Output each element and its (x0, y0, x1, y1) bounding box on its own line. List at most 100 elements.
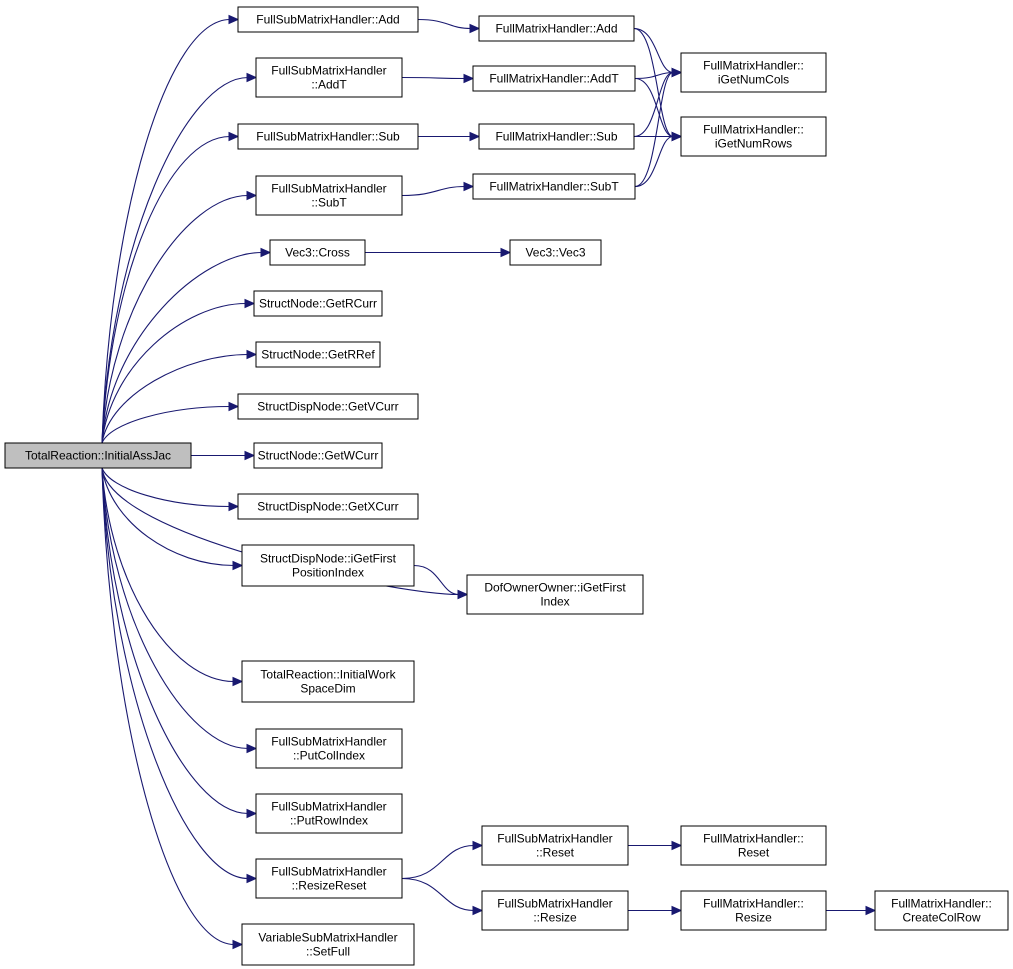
edge-fm_subt-to-fm_igetnumcols (634, 67, 683, 188)
node-fm_add[interactable]: FullMatrixHandler::Add (478, 15, 635, 42)
arrowhead (472, 840, 484, 851)
node-box (255, 728, 403, 769)
arrowhead (228, 401, 240, 412)
edge-root-to-fsm_putcol (101, 467, 258, 754)
node-label: ::PutRowIndex (290, 814, 368, 828)
node-label: ::ResizeReset (292, 879, 367, 893)
node-box (874, 890, 1009, 931)
arrowhead (232, 939, 244, 950)
node-fm_sub[interactable]: FullMatrixHandler::Sub (478, 123, 635, 150)
node-box (241, 923, 415, 966)
edge-root-to-sdn_getvcurr (101, 401, 240, 444)
arrowhead (246, 72, 258, 83)
node-label: StructDispNode::GetXCurr (257, 500, 398, 514)
node-label: FullSubMatrixHandler (271, 182, 386, 196)
arrowhead (671, 131, 683, 142)
node-box (253, 290, 383, 317)
node-label: Index (540, 595, 569, 609)
node-sn_getrcurr[interactable]: StructNode::GetRCurr (253, 290, 383, 317)
node-box (680, 116, 827, 157)
node-fm_subt[interactable]: FullMatrixHandler::SubT (472, 173, 636, 200)
node-label: ::SubT (311, 196, 347, 210)
node-label: FullMatrixHandler:: (891, 897, 992, 911)
node-fsm_resizereset[interactable]: FullSubMatrixHandler::ResizeReset (255, 858, 403, 899)
node-sdn_getvcurr[interactable]: StructDispNode::GetVCurr (237, 393, 419, 420)
node-label: ::Reset (536, 846, 575, 860)
node-label: TotalReaction::InitialWork (260, 668, 396, 682)
node-sn_getwcurr[interactable]: StructNode::GetWCurr (253, 442, 383, 469)
node-fm_igetnumrows[interactable]: FullMatrixHandler::iGetNumRows (680, 116, 827, 157)
node-label: FullSubMatrixHandler (271, 735, 386, 749)
node-fsm_resize[interactable]: FullSubMatrixHandler::Resize (481, 890, 629, 931)
arrowhead (244, 298, 256, 309)
node-label: Resize (735, 911, 772, 925)
arrowhead (865, 905, 877, 916)
node-box (269, 239, 366, 266)
node-box (478, 15, 635, 42)
node-label: Reset (738, 846, 770, 860)
arrowhead (500, 247, 512, 258)
edge-fsm_add-to-fm_add (417, 18, 481, 34)
node-label: TotalReaction::InitialAssJac (25, 449, 171, 463)
edge-sdn_igetfirst-to-doo_igetfirst (413, 564, 469, 600)
node-label: StructNode::GetWCurr (258, 449, 379, 463)
edge-fsm_subt-to-fm_subt (401, 181, 475, 197)
node-label: FullSubMatrixHandler::Add (256, 13, 399, 27)
node-box (466, 574, 644, 615)
node-box (255, 57, 403, 98)
node-label: FullSubMatrixHandler (271, 64, 386, 78)
node-box (509, 239, 602, 266)
arrowhead (463, 181, 475, 192)
node-fm_addt[interactable]: FullMatrixHandler::AddT (472, 65, 636, 92)
node-fsm_reset[interactable]: FullSubMatrixHandler::Reset (481, 825, 629, 866)
node-box (237, 123, 419, 150)
edge-fm_subt-to-fm_igetnumrows (634, 131, 683, 188)
node-label: FullSubMatrixHandler (497, 832, 612, 846)
node-label: PositionIndex (292, 566, 364, 580)
edge-fsm_resizereset-to-fsm_reset (401, 840, 484, 880)
node-vsm_setfull[interactable]: VariableSubMatrixHandler::SetFull (241, 923, 415, 966)
edge-fm_resize-to-fm_createcolrow (826, 905, 877, 916)
node-box (241, 544, 415, 587)
node-fsm_subt[interactable]: FullSubMatrixHandler::SubT (255, 175, 403, 216)
node-fsm_addt[interactable]: FullSubMatrixHandler::AddT (255, 57, 403, 98)
node-label: Vec3::Cross (285, 246, 350, 260)
edge-root-to-fsm_putrow (101, 467, 258, 819)
node-label: ::AddT (311, 78, 347, 92)
node-label: FullSubMatrixHandler::Sub (256, 130, 400, 144)
node-fm_resize[interactable]: FullMatrixHandler::Resize (680, 890, 827, 931)
node-box (237, 393, 419, 420)
arrowhead (246, 808, 258, 819)
node-fsm_putcol[interactable]: FullSubMatrixHandler::PutColIndex (255, 728, 403, 769)
node-label: SpaceDim (300, 682, 355, 696)
node-fsm_add[interactable]: FullSubMatrixHandler::Add (237, 6, 419, 33)
arrowhead (246, 349, 258, 360)
node-fm_reset[interactable]: FullMatrixHandler::Reset (680, 825, 827, 866)
node-label: FullMatrixHandler:: (703, 897, 804, 911)
node-layer: TotalReaction::InitialAssJacFullSubMatri… (4, 6, 1009, 966)
node-sdn_getxcurr[interactable]: StructDispNode::GetXCurr (237, 493, 419, 520)
arrowhead (228, 14, 240, 25)
node-label: FullMatrixHandler::AddT (489, 72, 619, 86)
node-vec3_vec3[interactable]: Vec3::Vec3 (509, 239, 602, 266)
node-box (255, 858, 403, 899)
node-label: FullMatrixHandler:: (703, 832, 804, 846)
node-fm_igetnumcols[interactable]: FullMatrixHandler::iGetNumCols (680, 52, 827, 93)
node-fm_createcolrow[interactable]: FullMatrixHandler::CreateColRow (874, 890, 1009, 931)
node-label: CreateColRow (902, 911, 980, 925)
arrowhead (469, 131, 481, 142)
node-box (472, 173, 636, 200)
node-box (255, 175, 403, 216)
node-root[interactable]: TotalReaction::InitialAssJac (4, 442, 192, 469)
node-box (255, 341, 381, 368)
node-fsm_putrow[interactable]: FullSubMatrixHandler::PutRowIndex (255, 793, 403, 834)
node-sn_getrref[interactable]: StructNode::GetRRef (255, 341, 381, 368)
node-label: FullSubMatrixHandler (271, 800, 386, 814)
edge-root-to-vec3_cross (101, 247, 272, 444)
node-box (241, 660, 415, 703)
node-fsm_sub[interactable]: FullSubMatrixHandler::Sub (237, 123, 419, 150)
node-vec3_cross[interactable]: Vec3::Cross (269, 239, 366, 266)
